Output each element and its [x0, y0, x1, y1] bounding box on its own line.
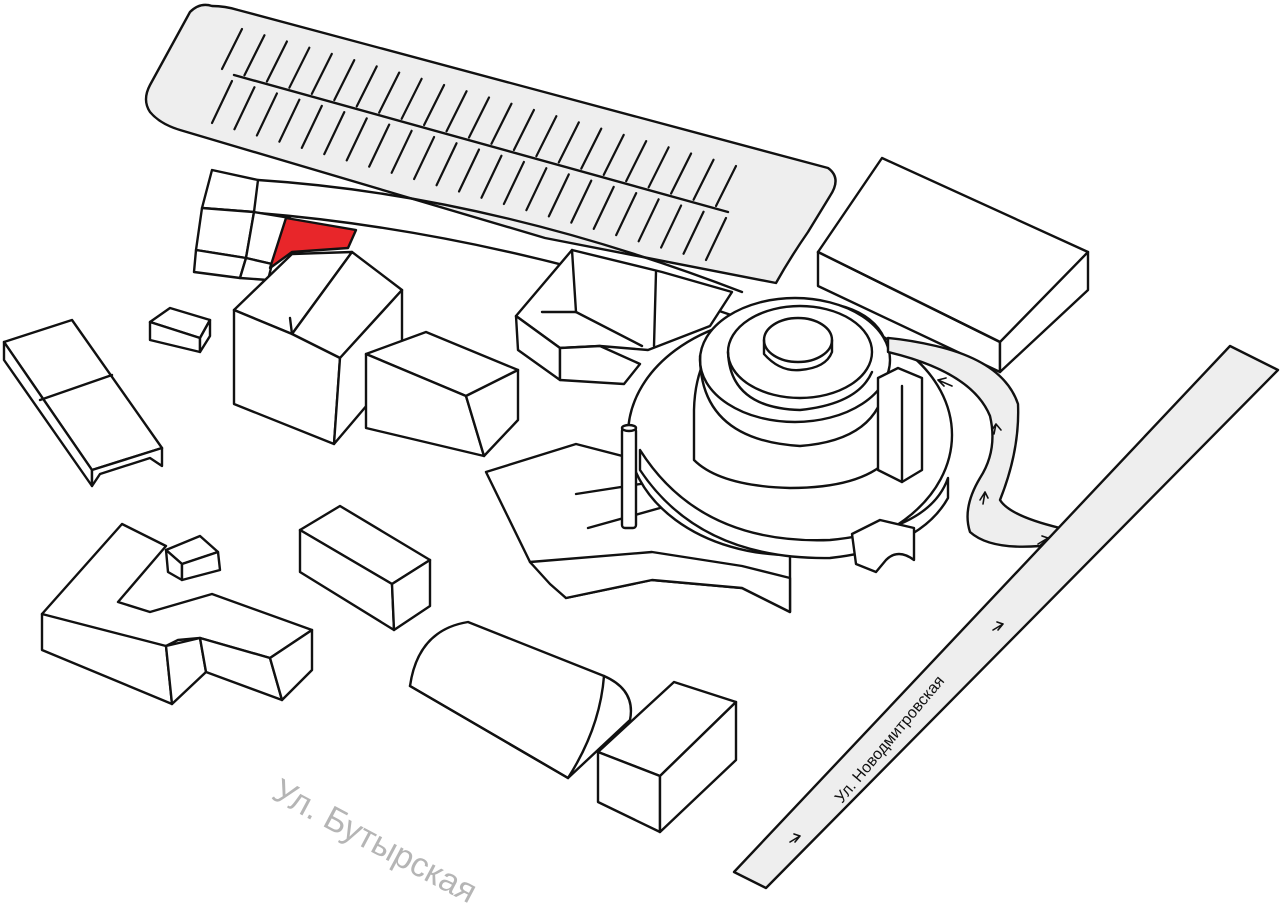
parking-stall-line: [704, 216, 728, 262]
street-novodmitrovskaya: [732, 344, 1280, 890]
parking-stall-line: [435, 142, 458, 187]
parking-stall-line: [547, 173, 570, 218]
long-block-left: [2, 318, 164, 488]
center-box: [298, 504, 432, 632]
parking-stall-line: [255, 92, 279, 137]
small-blocks-row: [192, 168, 292, 282]
box-bottom: [596, 680, 738, 834]
parking-stall-line: [557, 121, 580, 164]
parking-stall-line: [682, 210, 705, 255]
arrow-icon: [937, 377, 953, 387]
label-butyrskaya: Ул. Бутырская: [266, 772, 483, 911]
angled-building: [514, 248, 734, 386]
l-shaped-building: [40, 522, 314, 706]
parking-stall-line: [490, 102, 513, 145]
parking-stall-line: [602, 133, 625, 176]
parking-stall-line: [233, 86, 256, 131]
parking-stall-line: [647, 146, 670, 189]
parking-stall-line: [467, 96, 491, 139]
highlighted-section[interactable]: [268, 216, 358, 270]
parking-stall-line: [368, 123, 391, 168]
parking-stall-line: [220, 27, 244, 71]
vaulted-hangar: [408, 620, 633, 780]
parking-stall-line: [390, 129, 413, 174]
parking-stall-line: [378, 71, 401, 114]
parking-stall-line: [615, 191, 638, 237]
parking-stall-line: [625, 139, 648, 183]
parking-stall-line: [525, 167, 548, 212]
parking-stall-line: [669, 152, 693, 195]
parking-stall-line: [412, 135, 436, 181]
parking-stall-line: [659, 204, 683, 249]
parking-stall-line: [480, 154, 503, 199]
parking-stall-line: [502, 160, 526, 206]
parking-stall-line: [580, 127, 603, 170]
parking-stall-line: [333, 59, 356, 102]
parking-stall-line: [243, 34, 266, 77]
office-block-right: [816, 156, 1090, 374]
arrow-icon: [1037, 535, 1049, 545]
parking-stall-line: [592, 185, 615, 230]
parking-stall-line: [714, 164, 738, 208]
parking-stall-line: [355, 65, 378, 108]
arrow-icon: [789, 833, 801, 843]
gabled-building: [232, 250, 404, 446]
parking-stall-line: [445, 90, 468, 133]
arrow-icon: [979, 491, 989, 505]
rotunda-complex: [484, 296, 954, 614]
annex-block: [364, 330, 520, 458]
parking-stall-line: [265, 40, 289, 83]
parking-stall-line: [345, 117, 368, 162]
label-novodmitrovskaya: Ул. Новодмитровская: [832, 673, 948, 807]
parking-stall-line: [210, 79, 234, 125]
parking-stall-line: [457, 148, 481, 193]
parking-stall-line: [300, 104, 323, 150]
parking-stall-line: [692, 158, 715, 201]
parking-lot: [144, 3, 837, 285]
parking-stall-line: [278, 98, 301, 143]
parking-stall-line: [570, 179, 593, 224]
parking-stall-line: [422, 83, 446, 127]
arrow-icon: [992, 621, 1004, 631]
parking-stalls: [210, 27, 738, 262]
parking-stall-line: [637, 198, 660, 243]
parking-stall-line: [535, 115, 558, 158]
traffic-arrows: [789, 377, 1049, 843]
parking-stall-line: [323, 111, 346, 156]
parking-stall-line: [310, 52, 333, 96]
small-shed: [148, 306, 212, 354]
parking-stall-line: [400, 77, 423, 120]
parking-stall-line: [288, 46, 311, 89]
gatehouse: [164, 534, 222, 582]
parking-stall-line: [512, 108, 536, 152]
arrow-icon: [991, 423, 1002, 435]
